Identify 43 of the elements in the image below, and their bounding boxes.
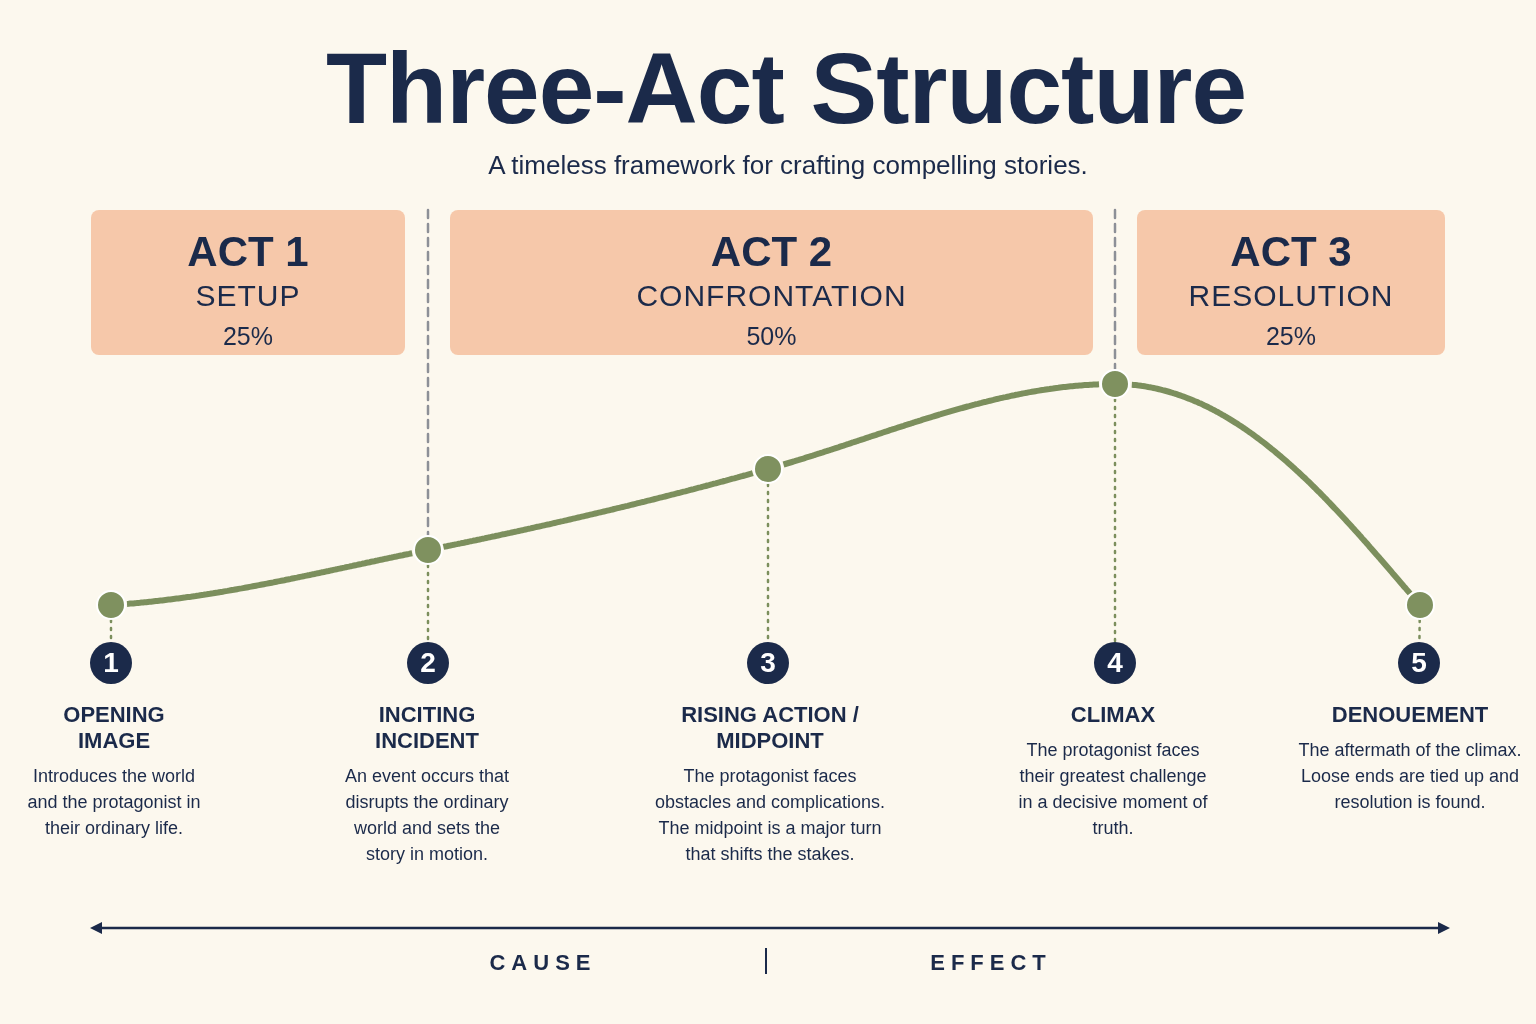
- step-heading: CLIMAX: [1069, 702, 1157, 728]
- dashed-divider-line: [426, 208, 430, 537]
- step-heading: RISING ACTION / MIDPOINT: [680, 702, 860, 754]
- dot-icon: [753, 454, 783, 484]
- act-percentage: 25%: [222, 321, 273, 352]
- axis-label: CAUSE: [489, 949, 597, 977]
- act-title: ACT 1: [187, 228, 309, 276]
- step-heading: DENOUEMENT: [1330, 702, 1490, 728]
- story-arc-line: [125, 550, 414, 607]
- axis-label: EFFECT: [930, 949, 1052, 977]
- dot-icon: [1405, 590, 1435, 620]
- story-arc-line: [1130, 381, 1413, 596]
- step-description: The protagonist faces their greatest challenge in a decisive moment of truth.: [1018, 739, 1208, 840]
- step-description: Introduces the world and the protagonist in their ordinary life.: [26, 765, 202, 840]
- step-description: The protagonist faces obstacles and complications. The midpoint is a major turn that shifts the stakes.: [653, 765, 887, 866]
- step-number-badge: 4: [1094, 642, 1136, 684]
- act-name: CONFRONTATION: [636, 278, 907, 314]
- dot-icon: [413, 535, 443, 565]
- title: Three-Act Structure: [325, 31, 1247, 146]
- story-arc-line: [782, 381, 1101, 468]
- act-banner: [1137, 210, 1445, 355]
- dot-icon: [96, 590, 126, 620]
- step-number-badge: 2: [407, 642, 449, 684]
- step-number-badge: 3: [747, 642, 789, 684]
- dotted-leader-line: [1113, 397, 1117, 644]
- act-banner: [450, 210, 1093, 355]
- step-number-badge: 5: [1398, 642, 1440, 684]
- step-heading: INCITING INCIDENT: [374, 702, 480, 754]
- subtitle: A timeless framework for crafting compelling stories.: [488, 149, 1088, 182]
- story-arc-line: [442, 470, 755, 550]
- step-description: The aftermath of the climax. Loose ends are tied up and resolution is found.: [1297, 739, 1523, 814]
- act-percentage: 50%: [746, 321, 797, 352]
- act-banner: [91, 210, 405, 355]
- dot-icon: [1100, 369, 1130, 399]
- dashed-divider-line: [1113, 208, 1117, 371]
- act-title: ACT 2: [710, 228, 833, 276]
- act-percentage: 25%: [1265, 321, 1316, 352]
- step-heading: OPENING IMAGE: [62, 702, 166, 754]
- step-description: An event occurs that disrupts the ordinary world and sets the story in motion.: [343, 765, 511, 866]
- act-name: RESOLUTION: [1188, 278, 1394, 314]
- act-title: ACT 3: [1230, 228, 1352, 276]
- act-name: SETUP: [195, 278, 301, 314]
- step-number-badge: 1: [90, 642, 132, 684]
